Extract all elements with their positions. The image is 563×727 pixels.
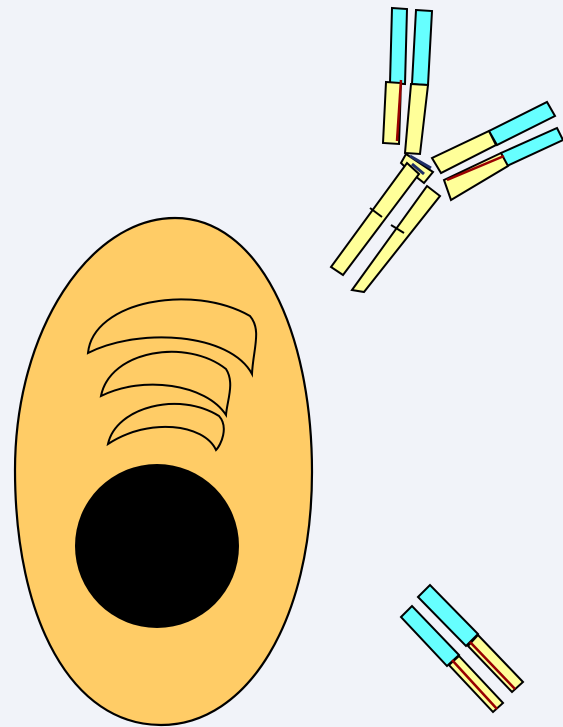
antibody-fab-fragment [401,585,523,712]
light-chain-constant-region [405,84,428,154]
antibody-right-fab-arm [432,102,563,200]
antibody-upper-fab-arm [383,8,432,154]
antibody-igg [331,8,563,292]
nucleus [75,464,239,628]
light-chain-variable-region [412,10,432,85]
heavy-chain-variable-region [390,8,407,84]
plasma-cell [15,218,312,725]
